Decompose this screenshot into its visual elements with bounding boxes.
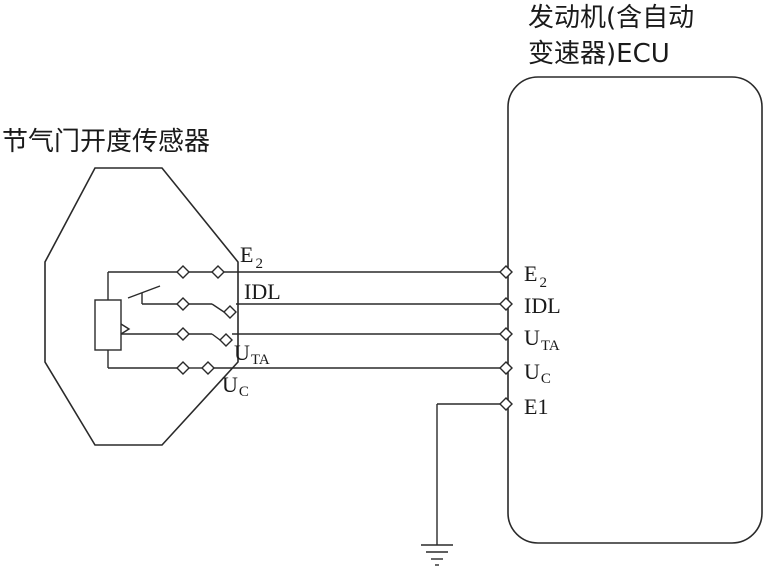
ecu-box xyxy=(507,76,763,544)
ecu-title-line2: 变速器)ECU xyxy=(528,39,670,69)
resistor xyxy=(94,299,122,351)
sensor-label-idl: IDL xyxy=(244,279,281,304)
sensor-title: 节气门开度传感器 xyxy=(2,127,210,157)
harness-wires xyxy=(214,271,500,369)
sensor-inner-terminals xyxy=(176,265,190,375)
idle-switch xyxy=(127,285,161,299)
ecu-label-idl: IDL xyxy=(524,293,561,318)
sensor-label-uta: UTA xyxy=(234,340,270,368)
ecu-label-e1: E1 xyxy=(524,394,548,419)
ecu-title-line1: 发动机(含自动 xyxy=(528,3,694,33)
ecu-label-uta: UTA xyxy=(524,325,560,354)
ecu-terminals xyxy=(499,265,513,411)
sensor-connector xyxy=(189,271,225,369)
sensor-label-uc: UC xyxy=(222,372,249,400)
sensor-outer-terminals xyxy=(201,265,237,375)
ecu-label-uc: UC xyxy=(524,359,551,387)
sensor-housing xyxy=(44,167,239,446)
sensor-internal-circuit xyxy=(94,271,178,369)
ground-wire xyxy=(421,403,500,566)
